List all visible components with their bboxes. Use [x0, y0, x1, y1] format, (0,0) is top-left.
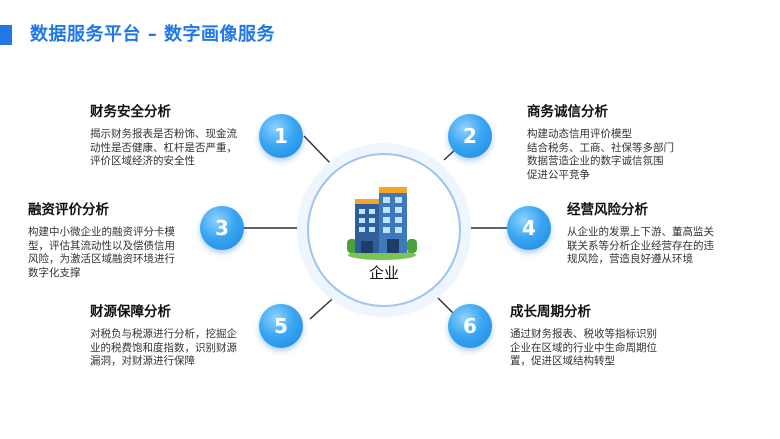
card-text: 置，促进区域结构转型 [510, 355, 615, 367]
card-text: 揭示财务报表是否粉饰、现金流 [90, 128, 237, 140]
card-text: 企业在区域的行业中生命周期位 [510, 341, 657, 354]
card-text: 构建中小微企业的融资评分卡模 [28, 226, 175, 238]
office-building-icon [347, 187, 417, 260]
card-revenue-assurance: 财源保障分析 对税负与税源进行分析，挖掘企 业的税费饱和度指数，识别财源 漏洞，… [90, 300, 237, 369]
card-financial-security: 财务安全分析 揭示财务报表是否粉饰、现金流 动性是否健康、杠杆是否严重， 评价区… [90, 100, 237, 169]
number-badge-1: 1 [259, 114, 303, 158]
connector-1 [303, 135, 333, 166]
card-text: 业的税费饱和度指数，识别财源 [90, 341, 237, 354]
number-badge-3: 3 [200, 206, 244, 250]
page-title: 数据服务平台 – 数字画像服务 [30, 24, 276, 45]
card-title: 商务诚信分析 [527, 104, 608, 120]
card-text: 漏洞，对财源进行保障 [90, 355, 195, 367]
card-text: 动性是否健康、杠杆是否严重， [90, 141, 237, 154]
card-title: 融资评价分析 [28, 202, 109, 218]
card-text: 促进公平竞争 [527, 168, 590, 181]
connector-6 [427, 287, 457, 317]
number-badge-5: 5 [259, 304, 303, 348]
card-text: 数据营造企业的数字诚信氛围 [527, 155, 664, 167]
card-text: 评价区域经济的安全性 [90, 155, 195, 167]
card-text: 对税负与税源进行分析，挖掘企 [90, 328, 237, 340]
number-badge-6: 6 [448, 304, 492, 348]
card-text: 数字化支撑 [28, 266, 81, 279]
number-badge-4: 4 [507, 206, 551, 250]
title-accent-bar [0, 25, 12, 45]
card-business-integrity: 商务诚信分析 构建动态信用评价模型 结合税务、工商、社保等多部门 数据营造企业的… [527, 100, 674, 182]
card-text: 构建动态信用评价模型 [527, 128, 632, 140]
card-title: 财源保障分析 [90, 304, 171, 320]
card-title: 成长周期分析 [510, 304, 591, 320]
card-title: 经营风险分析 [567, 202, 648, 218]
card-text: 从企业的发票上下游、董高监关 [567, 226, 714, 238]
center-label: 企业 [368, 264, 399, 282]
card-growth-cycle: 成长周期分析 通过财务报表、税收等指标识别 企业在区域的行业中生命周期位 置，促… [510, 300, 657, 369]
card-financing-evaluation: 融资评价分析 构建中小微企业的融资评分卡模 型，评估其流动性以及偿债信用 风险，… [28, 198, 175, 280]
card-text: 型，评估其流动性以及偿债信用 [28, 239, 175, 252]
card-text: 结合税务、工商、社保等多部门 [527, 141, 674, 154]
card-title: 财务安全分析 [90, 104, 171, 120]
card-text: 规风险，营造良好遵从环境 [567, 253, 693, 265]
card-text: 风险，为激活区域融资环境进行 [28, 253, 175, 265]
card-text: 联关系等分析企业经营存在的违 [567, 239, 714, 252]
connector-5 [309, 291, 341, 320]
card-operational-risk: 经营风险分析 从企业的发票上下游、董高监关 联关系等分析企业经营存在的违 规风险… [567, 198, 714, 267]
number-badge-2: 2 [448, 114, 492, 158]
card-text: 通过财务报表、税收等指标识别 [510, 328, 657, 340]
